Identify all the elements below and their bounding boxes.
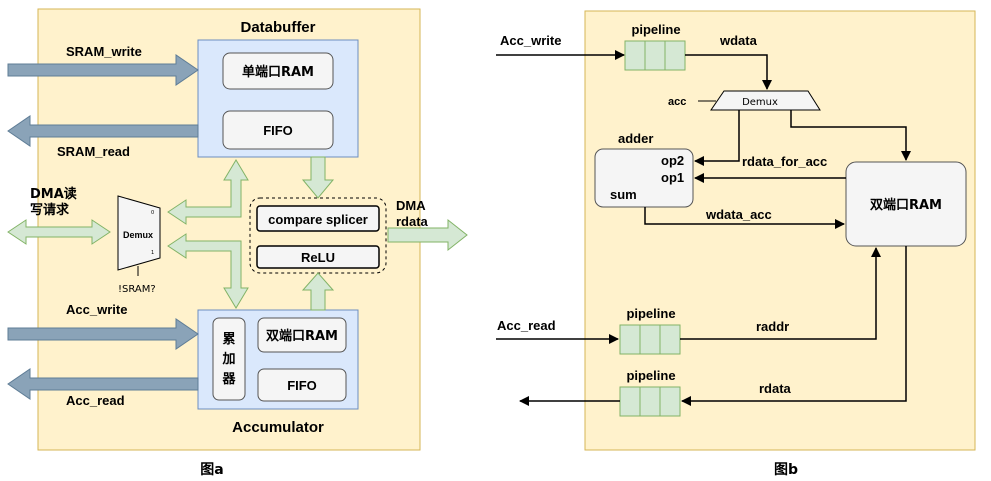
demux-a-sel-label: !SRAM? [118,284,156,295]
compare-splicer-box [256,205,380,232]
databuffer-ram-box [222,52,334,90]
accumulator-ram-label: 双端口RAM [266,328,338,344]
wdata-acc-label: wdata_acc [705,207,772,222]
rdata-wire [681,246,907,406]
dma-rdata-label-1: DMA [396,198,426,213]
acc-read-arrow [7,368,199,400]
caption-b: 图b [774,462,798,478]
demux-a-port1: 1 [151,250,154,256]
relu-label: ReLU [301,250,335,265]
acc-read-b-label: Acc_read [497,318,556,333]
fifo-to-splicer-arrow [301,156,335,199]
databuffer-fifo-label: FIFO [263,123,293,138]
adder-char-1: 累 [222,331,235,347]
accumulator-fifo-label: FIFO [287,378,317,393]
wdata-label: wdata [719,33,758,48]
raddr-wire [680,247,881,340]
sram-read-label: SRAM_read [57,144,130,159]
demux-a-port0: 0 [151,210,154,216]
pipeline-2 [619,324,681,355]
dual-port-ram-label: 双端口RAM [870,197,942,213]
accumulator-adder-box [212,317,246,401]
wdata-wire [685,54,772,90]
demux-b-label: Demux [742,97,778,108]
pipeline-3-label: pipeline [626,368,675,383]
sram-write-label: SRAM_write [66,44,142,59]
demux-to-ram-wire [790,110,911,161]
caption-a: 图a [200,462,223,478]
accumulator-fifo-box [257,368,347,402]
dma-request-arrow [7,219,111,245]
demux-b [710,90,821,111]
acc-write-arrow [7,318,199,350]
demux-b-sel-label: acc [668,96,686,108]
sram-write-arrow [7,54,199,86]
databuffer-ram-label: 单端口RAM [242,64,314,80]
demux-to-databuffer-arrow [167,159,249,225]
demux-to-op2-wire [694,110,740,166]
acc-to-relu-arrow [301,272,335,311]
acc-write-label: Acc_write [66,302,127,317]
dma-req-label-2: 写请求 [30,202,70,218]
dma-rdata-label-2: rdata [396,214,429,229]
adder-op1: op1 [661,170,684,185]
adder-op2: op2 [661,153,684,168]
wdata-acc-wire [644,207,845,229]
accumulator-title: Accumulator [232,419,324,436]
adder-sum: sum [610,187,637,202]
pipeline-3 [619,386,681,417]
rdata-for-acc-label: rdata_for_acc [742,154,827,169]
pipeline-1 [624,40,686,71]
demux-a-label: Demux [123,230,153,240]
compare-splicer-label: compare splicer [268,212,368,227]
relu-box [256,245,380,269]
adder-box [594,148,694,208]
acc-write-b-label: Acc_write [500,33,561,48]
accumulator-ram-box [257,317,347,353]
databuffer-fifo-box [222,110,334,150]
adder-char-3: 器 [221,372,236,387]
adder-char-2: 加 [221,352,235,367]
dma-rdata-arrow [387,218,468,252]
sram-read-arrow [7,115,199,147]
adder-title: adder [618,131,653,146]
acc-read-label: Acc_read [66,393,125,408]
demux-a [117,195,161,271]
databuffer-title: Databuffer [240,19,315,36]
dma-req-label-1: DMA读 [30,186,77,202]
pipeline-1-label: pipeline [631,22,680,37]
demux-to-accumulator-arrow [167,233,249,309]
raddr-label: raddr [756,319,789,334]
pipeline-2-label: pipeline [626,306,675,321]
rdata-label: rdata [759,381,792,396]
